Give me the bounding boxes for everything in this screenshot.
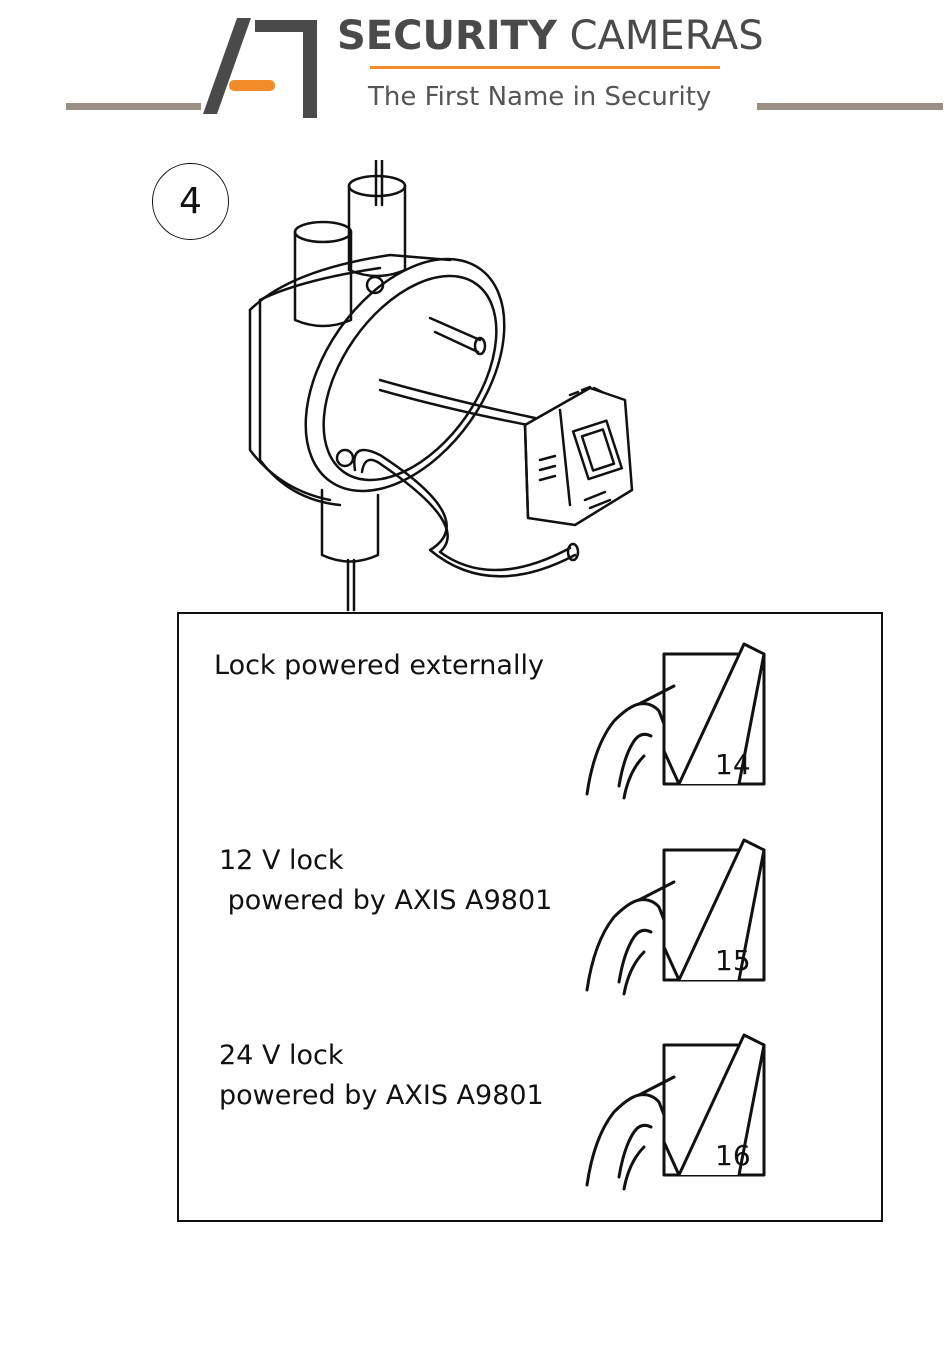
option-1-text: Lock powered externally	[214, 646, 544, 686]
brand-logo-mark	[195, 10, 335, 122]
option-3-line-1: 24 V lock	[219, 1036, 544, 1076]
brand-name-strong: SECURITY	[337, 13, 557, 59]
option-2-line-1: 12 V lock	[219, 841, 552, 881]
option-3-line-2: powered by AXIS A9801	[219, 1076, 544, 1116]
option-3-page-number: 16	[715, 1141, 751, 1171]
brand-name-light: CAMERAS	[570, 13, 764, 59]
option-2-page-number: 15	[715, 946, 751, 976]
brand-name: SECURITY CAMERAS	[337, 12, 764, 60]
header-rule-left	[66, 103, 201, 110]
step-number-badge: 4	[152, 163, 229, 240]
option-2-text: 12 V lock powered by AXIS A9801	[219, 841, 552, 921]
header-rule-right	[757, 103, 943, 110]
brand-underline	[370, 66, 720, 69]
option-1-line-1: Lock powered externally	[214, 646, 544, 686]
brand-tagline: The First Name in Security	[368, 80, 711, 114]
junction-box-illustration	[230, 160, 650, 615]
option-2-line-2: powered by AXIS A9801	[219, 881, 552, 921]
option-3-text: 24 V lock powered by AXIS A9801	[219, 1036, 544, 1116]
step-number: 4	[179, 181, 202, 222]
option-1-page-number: 14	[715, 750, 751, 780]
options-box: Lock powered externally 14 12 V lock pow…	[177, 612, 883, 1222]
page-header: A1 SECURITY CAMERAS The First Name in Se…	[0, 0, 950, 130]
